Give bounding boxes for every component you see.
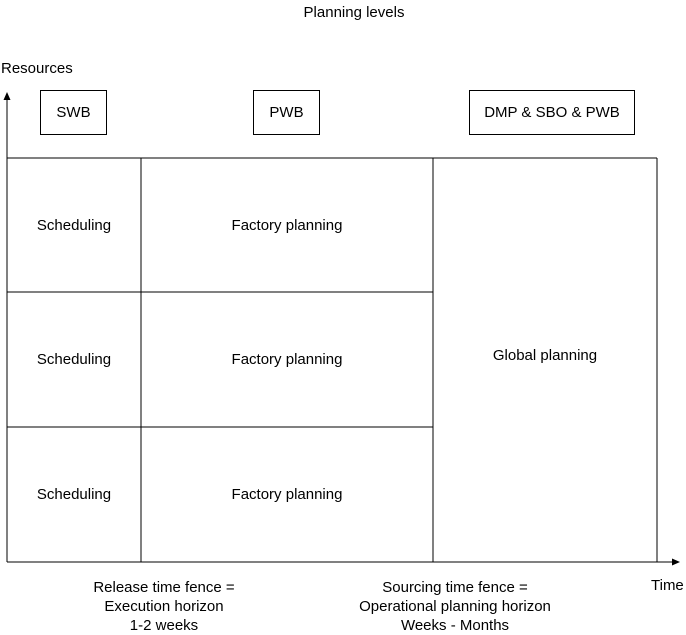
factory-cell-2: Factory planning — [141, 292, 433, 427]
global-planning-cell: Global planning — [433, 158, 657, 552]
scheduling-cell-1: Scheduling — [7, 158, 141, 292]
pwb-label: PWB — [269, 104, 304, 121]
pwb-box: PWB — [253, 90, 320, 135]
sourcing-fence-line3: Weeks - Months — [400, 617, 510, 634]
x-axis-arrowhead — [672, 558, 680, 566]
scheduling-label-3: Scheduling — [36, 486, 112, 503]
release-fence-line2: Execution horizon — [104, 598, 224, 615]
factory-label-2: Factory planning — [231, 351, 343, 368]
diagram-title: Planning levels — [303, 4, 405, 21]
release-fence-line3: 1-2 weeks — [129, 617, 199, 634]
global-tools-label: DMP & SBO & PWB — [484, 104, 620, 121]
scheduling-cell-2: Scheduling — [7, 292, 141, 427]
y-axis-arrowhead — [3, 92, 11, 100]
y-axis-label: Resources — [1, 60, 73, 77]
global-planning-label: Global planning — [492, 346, 598, 364]
release-fence-caption: Release time fence = Execution horizon 1… — [93, 578, 234, 635]
factory-label-1: Factory planning — [231, 216, 343, 234]
scheduling-label-1: Scheduling — [36, 216, 112, 234]
factory-cell-1: Factory planning — [141, 158, 433, 292]
swb-label: SWB — [56, 104, 91, 121]
global-tools-box: DMP & SBO & PWB — [469, 90, 635, 135]
sourcing-fence-line1: Sourcing time fence = — [382, 579, 528, 596]
sourcing-fence-caption: Sourcing time fence = Operational planni… — [359, 578, 551, 635]
swb-box: SWB — [40, 90, 107, 135]
release-fence-line1: Release time fence = — [93, 579, 235, 596]
sourcing-fence-line2: Operational planning horizon — [359, 598, 551, 615]
scheduling-label-2: Scheduling — [36, 351, 112, 368]
factory-cell-3: Factory planning — [141, 427, 433, 562]
scheduling-cell-3: Scheduling — [7, 427, 141, 562]
x-axis-label: Time — [651, 577, 684, 594]
factory-label-3: Factory planning — [231, 486, 343, 503]
